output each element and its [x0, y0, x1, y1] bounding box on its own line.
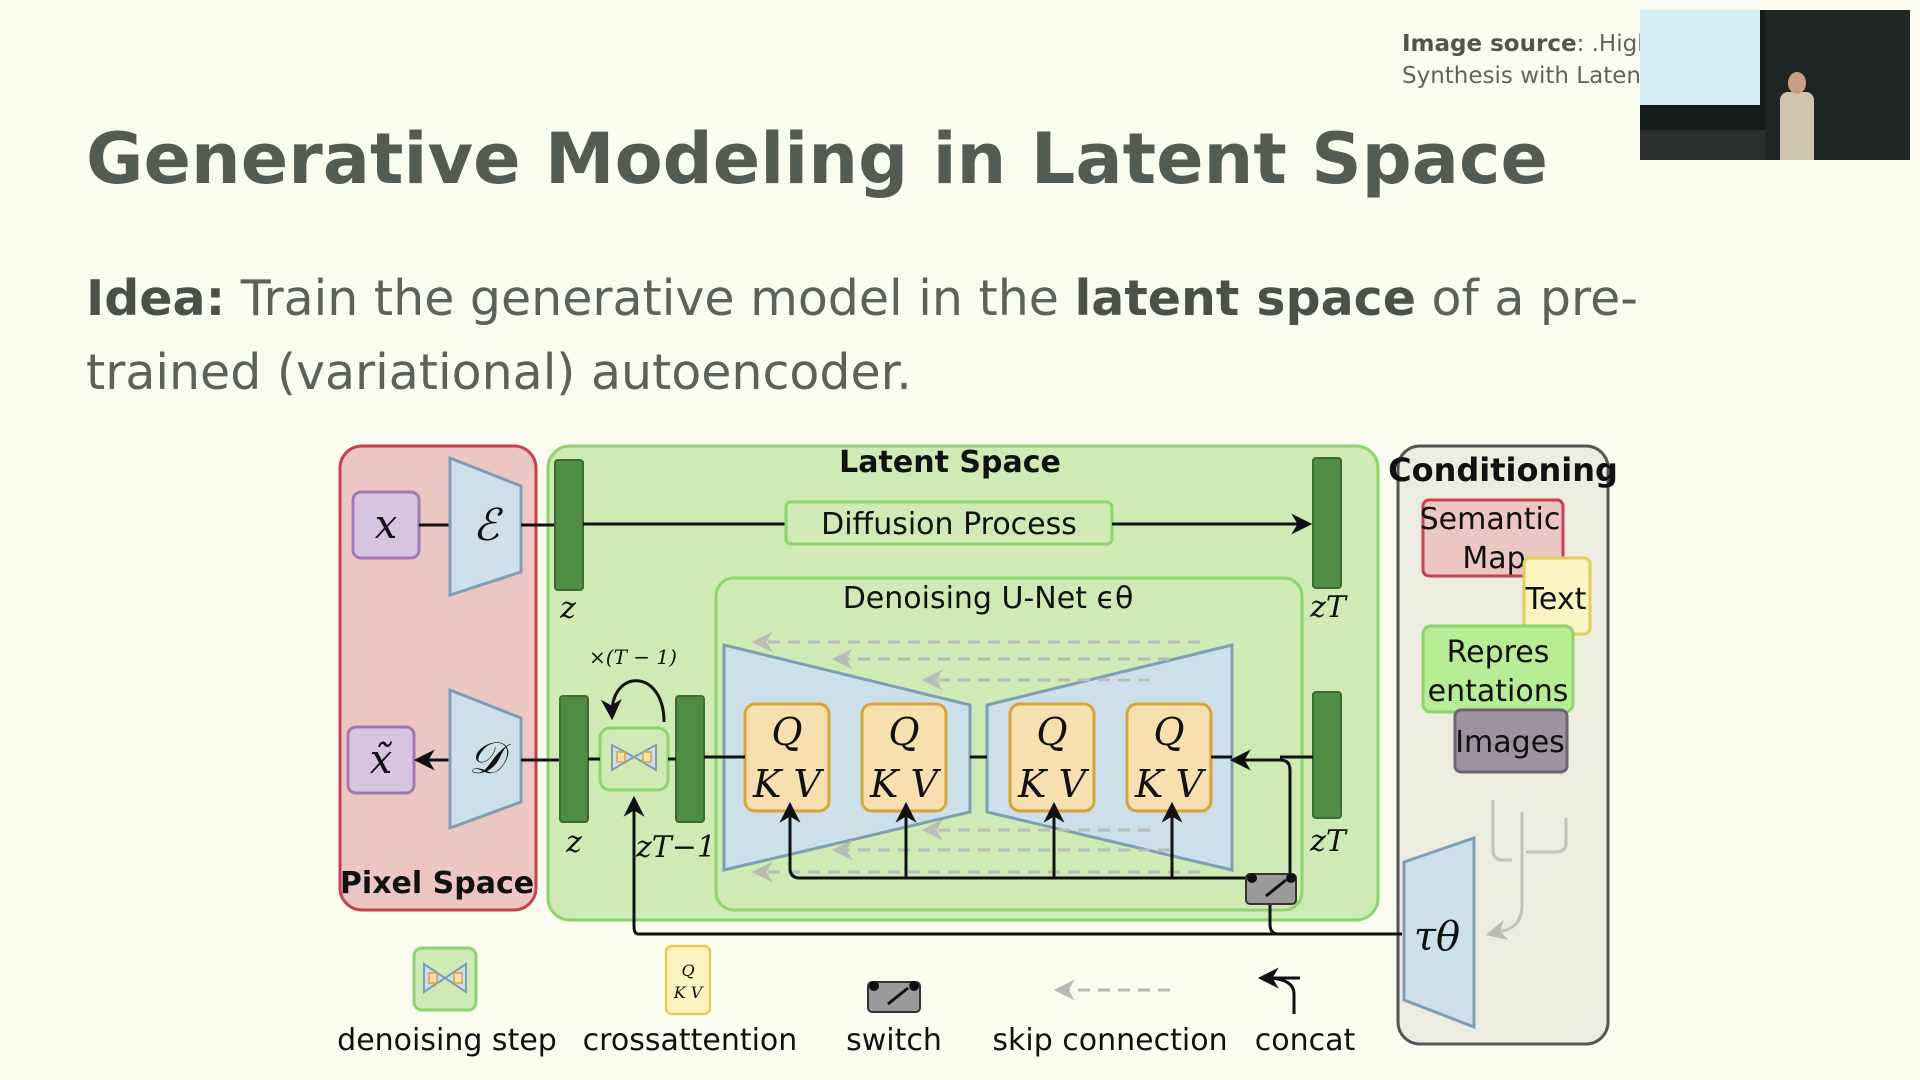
zT1-label: zT−1	[635, 830, 716, 865]
conditioning-label: Conditioning	[1388, 451, 1618, 489]
kv-label-2: K V	[869, 762, 941, 806]
latent-zT1-bar	[675, 695, 705, 823]
q-label-2: Q	[888, 710, 919, 754]
denoising-step-block	[598, 726, 670, 792]
legend-skip-label: skip connection	[992, 1023, 1227, 1058]
source-line-2: Synthesis with Latent	[1402, 63, 1642, 89]
legend-crossattention-label: crossattention	[583, 1023, 798, 1058]
cond-semantic-line-1: Semantic	[1420, 502, 1561, 537]
cond-images	[1453, 708, 1569, 774]
legend-switch-label: switch	[846, 1023, 942, 1058]
legend-concat-label: concat	[1255, 1023, 1356, 1058]
decoder-shape	[448, 687, 523, 831]
idea-text-part-2: of a pre-trained (variational) autoencod…	[86, 270, 1638, 401]
source-label: Image source	[1402, 31, 1577, 57]
crossattention-block-1: Q K V	[743, 702, 831, 813]
pixel-space-label: Pixel Space	[340, 866, 534, 901]
idea-text-part-1: Train the generative model in the	[225, 270, 1075, 327]
legend-kv: K V	[673, 983, 704, 1002]
cond-repr-line-2: entations	[1428, 674, 1569, 709]
legend-switch-icon	[867, 981, 921, 1013]
video-projector-screen	[1640, 10, 1760, 105]
q-label-4: Q	[1153, 710, 1184, 754]
kv-label-1: K V	[752, 762, 824, 806]
encoder-label: ℰ	[473, 500, 504, 551]
cond-images-label: Images	[1455, 725, 1565, 760]
legend-concat-icon	[1257, 967, 1300, 1014]
zT-bottom-label: zT	[1309, 824, 1348, 859]
idea-label: Idea:	[86, 270, 226, 327]
zT-top-label: zT	[1309, 590, 1348, 625]
cond-merge-lines	[1485, 800, 1568, 941]
switch-in-diagram	[1245, 873, 1297, 905]
slide-title: Generative Modeling in Latent Space	[86, 118, 1548, 200]
conditioning-arrows	[623, 749, 1402, 936]
unet-label: Denoising U-Net ϵθ	[843, 581, 1134, 616]
idea-text: Idea: Train the generative model in the …	[86, 262, 1646, 410]
idea-bold: latent space	[1074, 270, 1416, 327]
q-label-1: Q	[771, 710, 802, 754]
legend-crossattention-icon: Q K V	[664, 944, 712, 1016]
input-x-label: x	[375, 502, 398, 548]
crossattention-block-3: Q K V	[1008, 702, 1096, 813]
latent-z-bar-top	[554, 459, 584, 591]
tau-label: τθ	[1414, 914, 1460, 960]
latent-z-bar-bottom	[559, 695, 589, 823]
source-line-1: : .High F	[1576, 31, 1642, 57]
diffusion-process-label: Diffusion Process	[821, 507, 1077, 542]
cond-text-label: Text	[1525, 582, 1587, 617]
repeat-label: ×(T − 1)	[589, 645, 677, 669]
legend-denoising-label: denoising step	[337, 1023, 557, 1058]
video-desk	[1640, 130, 1765, 160]
cond-semantic-line-2: Map	[1462, 541, 1525, 576]
q-label-3: Q	[1036, 710, 1067, 754]
speaker-video-thumbnail[interactable]	[1640, 10, 1910, 160]
latent-zT-bar-top	[1312, 457, 1342, 589]
tau-encoder-shape	[1402, 835, 1476, 1030]
output-x-tilde-label: x̃	[370, 737, 393, 783]
skip-connections	[751, 631, 1200, 883]
encoder-shape	[448, 455, 523, 598]
legend-q: Q	[681, 961, 694, 980]
crossattention-block-2: Q K V	[860, 702, 948, 813]
z-bottom-label: z	[565, 825, 582, 860]
kv-label-4: K V	[1134, 762, 1206, 806]
z-top-label: z	[559, 591, 576, 626]
latent-space-label: Latent Space	[839, 445, 1061, 480]
image-source-caption: Image source: .High F Synthesis with Lat…	[1402, 28, 1642, 94]
video-speaker-head	[1788, 72, 1806, 94]
kv-label-3: K V	[1017, 762, 1089, 806]
legend-denoising-icon	[412, 946, 478, 1012]
video-speaker-body	[1780, 92, 1814, 160]
crossattention-block-4: Q K V	[1125, 702, 1213, 813]
cond-repr-line-1: Repres	[1447, 635, 1550, 670]
latent-zT-bar-bottom	[1312, 691, 1342, 819]
